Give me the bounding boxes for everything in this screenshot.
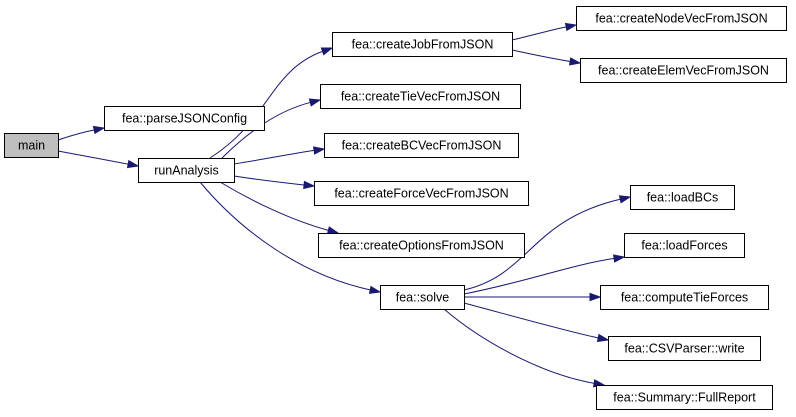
edge-solve-to-loadBCs-arrowhead [618,195,632,204]
node-label-createElemVecFromJSON: fea::createElemVecFromJSON [598,64,769,78]
node-box-computeTieForces[interactable] [600,285,769,310]
edge-runAnalysis-to-createTieVecFromJSON-arrowhead [308,98,322,107]
node-fullReport[interactable]: fea::Summary::FullReport [596,385,773,410]
node-box-createElemVecFromJSON[interactable] [580,58,787,83]
node-loadBCs[interactable]: fea::loadBCs [630,185,735,210]
edge-solve-to-csvWrite [463,302,610,342]
edge-runAnalysis-to-createJobFromJSON-line [209,50,324,159]
node-runAnalysis[interactable]: runAnalysis [138,158,235,183]
node-createTieVecFromJSON[interactable]: fea::createTieVecFromJSON [320,84,521,109]
edge-runAnalysis-to-solve-arrowhead [368,285,382,294]
node-computeTieForces[interactable]: fea::computeTieForces [600,285,769,310]
edge-runAnalysis-to-createBCVecFromJSON-arrowhead [312,146,326,155]
node-label-parseJSONConfig: fea::parseJSONConfig [122,112,247,126]
edge-createJobFromJSON-to-createElemVecFromJSON-line [511,49,572,63]
node-label-createJobFromJSON: fea::createJobFromJSON [352,38,494,52]
node-main[interactable]: main [4,133,59,158]
edge-runAnalysis-to-createTieVecFromJSON-line [221,101,312,159]
node-box-createTieVecFromJSON[interactable] [320,84,521,109]
edge-runAnalysis-to-solve-line [199,181,372,291]
node-label-computeTieForces: fea::computeTieForces [621,291,748,305]
edge-runAnalysis-to-createForceVecFromJSON-line [233,175,306,186]
edge-runAnalysis-to-createOptionsFromJSON-line [219,181,330,232]
node-box-parseJSONConfig[interactable] [104,106,265,131]
edge-solve-to-csvWrite-arrowhead [596,333,610,342]
node-box-createOptionsFromJSON[interactable] [318,233,525,258]
node-box-loadForces[interactable] [624,233,745,258]
edge-solve-to-loadForces [463,254,626,295]
edge-solve-to-loadBCs-line [463,198,622,291]
edge-solve-to-csvWrite-line [463,302,600,339]
edge-createJobFromJSON-to-createNodeVecFromJSON [511,22,578,41]
node-box-loadBCs[interactable] [630,185,735,210]
node-createOptionsFromJSON[interactable]: fea::createOptionsFromJSON [318,233,525,258]
edge-runAnalysis-to-createForceVecFromJSON [233,175,316,190]
node-label-createOptionsFromJSON: fea::createOptionsFromJSON [339,239,504,253]
node-box-runAnalysis[interactable] [138,158,235,183]
edge-createJobFromJSON-to-createNodeVecFromJSON-line [511,26,568,41]
node-label-fullReport: fea::Summary::FullReport [613,391,756,405]
node-label-runAnalysis: runAnalysis [154,164,219,178]
edge-solve-to-fullReport-line [443,308,596,384]
node-box-csvWrite[interactable] [608,336,761,361]
node-csvWrite[interactable]: fea::CSVParser::write [608,336,761,361]
node-box-main[interactable] [4,133,59,158]
edge-main-to-parseJSONConfig-arrowhead [92,125,106,135]
node-createJobFromJSON[interactable]: fea::createJobFromJSON [332,32,513,57]
edge-main-to-runAnalysis [57,150,140,169]
edge-runAnalysis-to-createTieVecFromJSON [221,98,322,159]
edge-runAnalysis-to-createJobFromJSON-arrowhead [320,47,334,56]
node-label-loadForces: fea::loadForces [641,239,727,253]
node-label-createTieVecFromJSON: fea::createTieVecFromJSON [341,90,500,104]
edge-runAnalysis-to-createForceVecFromJSON-arrowhead [303,180,316,190]
node-label-loadBCs: fea::loadBCs [647,191,719,205]
node-label-main: main [18,139,45,153]
node-label-createForceVecFromJSON: fea::createForceVecFromJSON [334,187,508,201]
edge-main-to-runAnalysis-arrowhead [126,159,140,169]
edge-solve-to-loadForces-line [463,257,616,295]
node-createBCVecFromJSON[interactable]: fea::createBCVecFromJSON [324,133,519,158]
edge-runAnalysis-to-createBCVecFromJSON [233,146,326,165]
node-loadForces[interactable]: fea::loadForces [624,233,745,258]
node-box-createJobFromJSON[interactable] [332,32,513,57]
node-box-fullReport[interactable] [596,385,773,410]
nodes-layer: mainfea::parseJSONConfigrunAnalysisfea::… [4,6,787,410]
edge-runAnalysis-to-createJobFromJSON [209,47,334,159]
edge-runAnalysis-to-createOptionsFromJSON [219,181,340,235]
edge-main-to-runAnalysis-line [57,150,130,165]
node-solve[interactable]: fea::solve [380,285,465,310]
node-createNodeVecFromJSON[interactable]: fea::createNodeVecFromJSON [576,6,787,31]
edges-layer [57,22,632,388]
node-box-solve[interactable] [380,285,465,310]
edge-solve-to-loadBCs [463,195,632,291]
edge-createJobFromJSON-to-createElemVecFromJSON [511,49,582,66]
edge-runAnalysis-to-solve [199,181,382,294]
node-box-createNodeVecFromJSON[interactable] [576,6,787,31]
edge-solve-to-loadForces-arrowhead [612,254,626,263]
node-box-createForceVecFromJSON[interactable] [314,181,529,206]
edge-createJobFromJSON-to-createElemVecFromJSON-arrowhead [568,57,582,66]
edge-runAnalysis-to-createBCVecFromJSON-line [233,149,316,165]
node-label-csvWrite: fea::CSVParser::write [624,342,744,356]
edge-solve-to-computeTieForces [464,292,602,302]
edge-main-to-parseJSONConfig [57,125,106,141]
edge-solve-to-computeTieForces-arrowhead [589,292,602,302]
node-box-createBCVecFromJSON[interactable] [324,133,519,158]
edge-solve-to-fullReport [443,308,606,388]
node-parseJSONConfig[interactable]: fea::parseJSONConfig [104,106,265,131]
edge-createJobFromJSON-to-createNodeVecFromJSON-arrowhead [564,22,578,32]
node-createForceVecFromJSON[interactable]: fea::createForceVecFromJSON [314,181,529,206]
node-label-createBCVecFromJSON: fea::createBCVecFromJSON [342,139,502,153]
edge-runAnalysis-to-createOptionsFromJSON-arrowhead [326,226,340,235]
node-label-createNodeVecFromJSON: fea::createNodeVecFromJSON [595,12,767,26]
node-label-solve: fea::solve [396,291,450,305]
node-createElemVecFromJSON[interactable]: fea::createElemVecFromJSON [580,58,787,83]
edge-main-to-parseJSONConfig-line [57,129,96,141]
